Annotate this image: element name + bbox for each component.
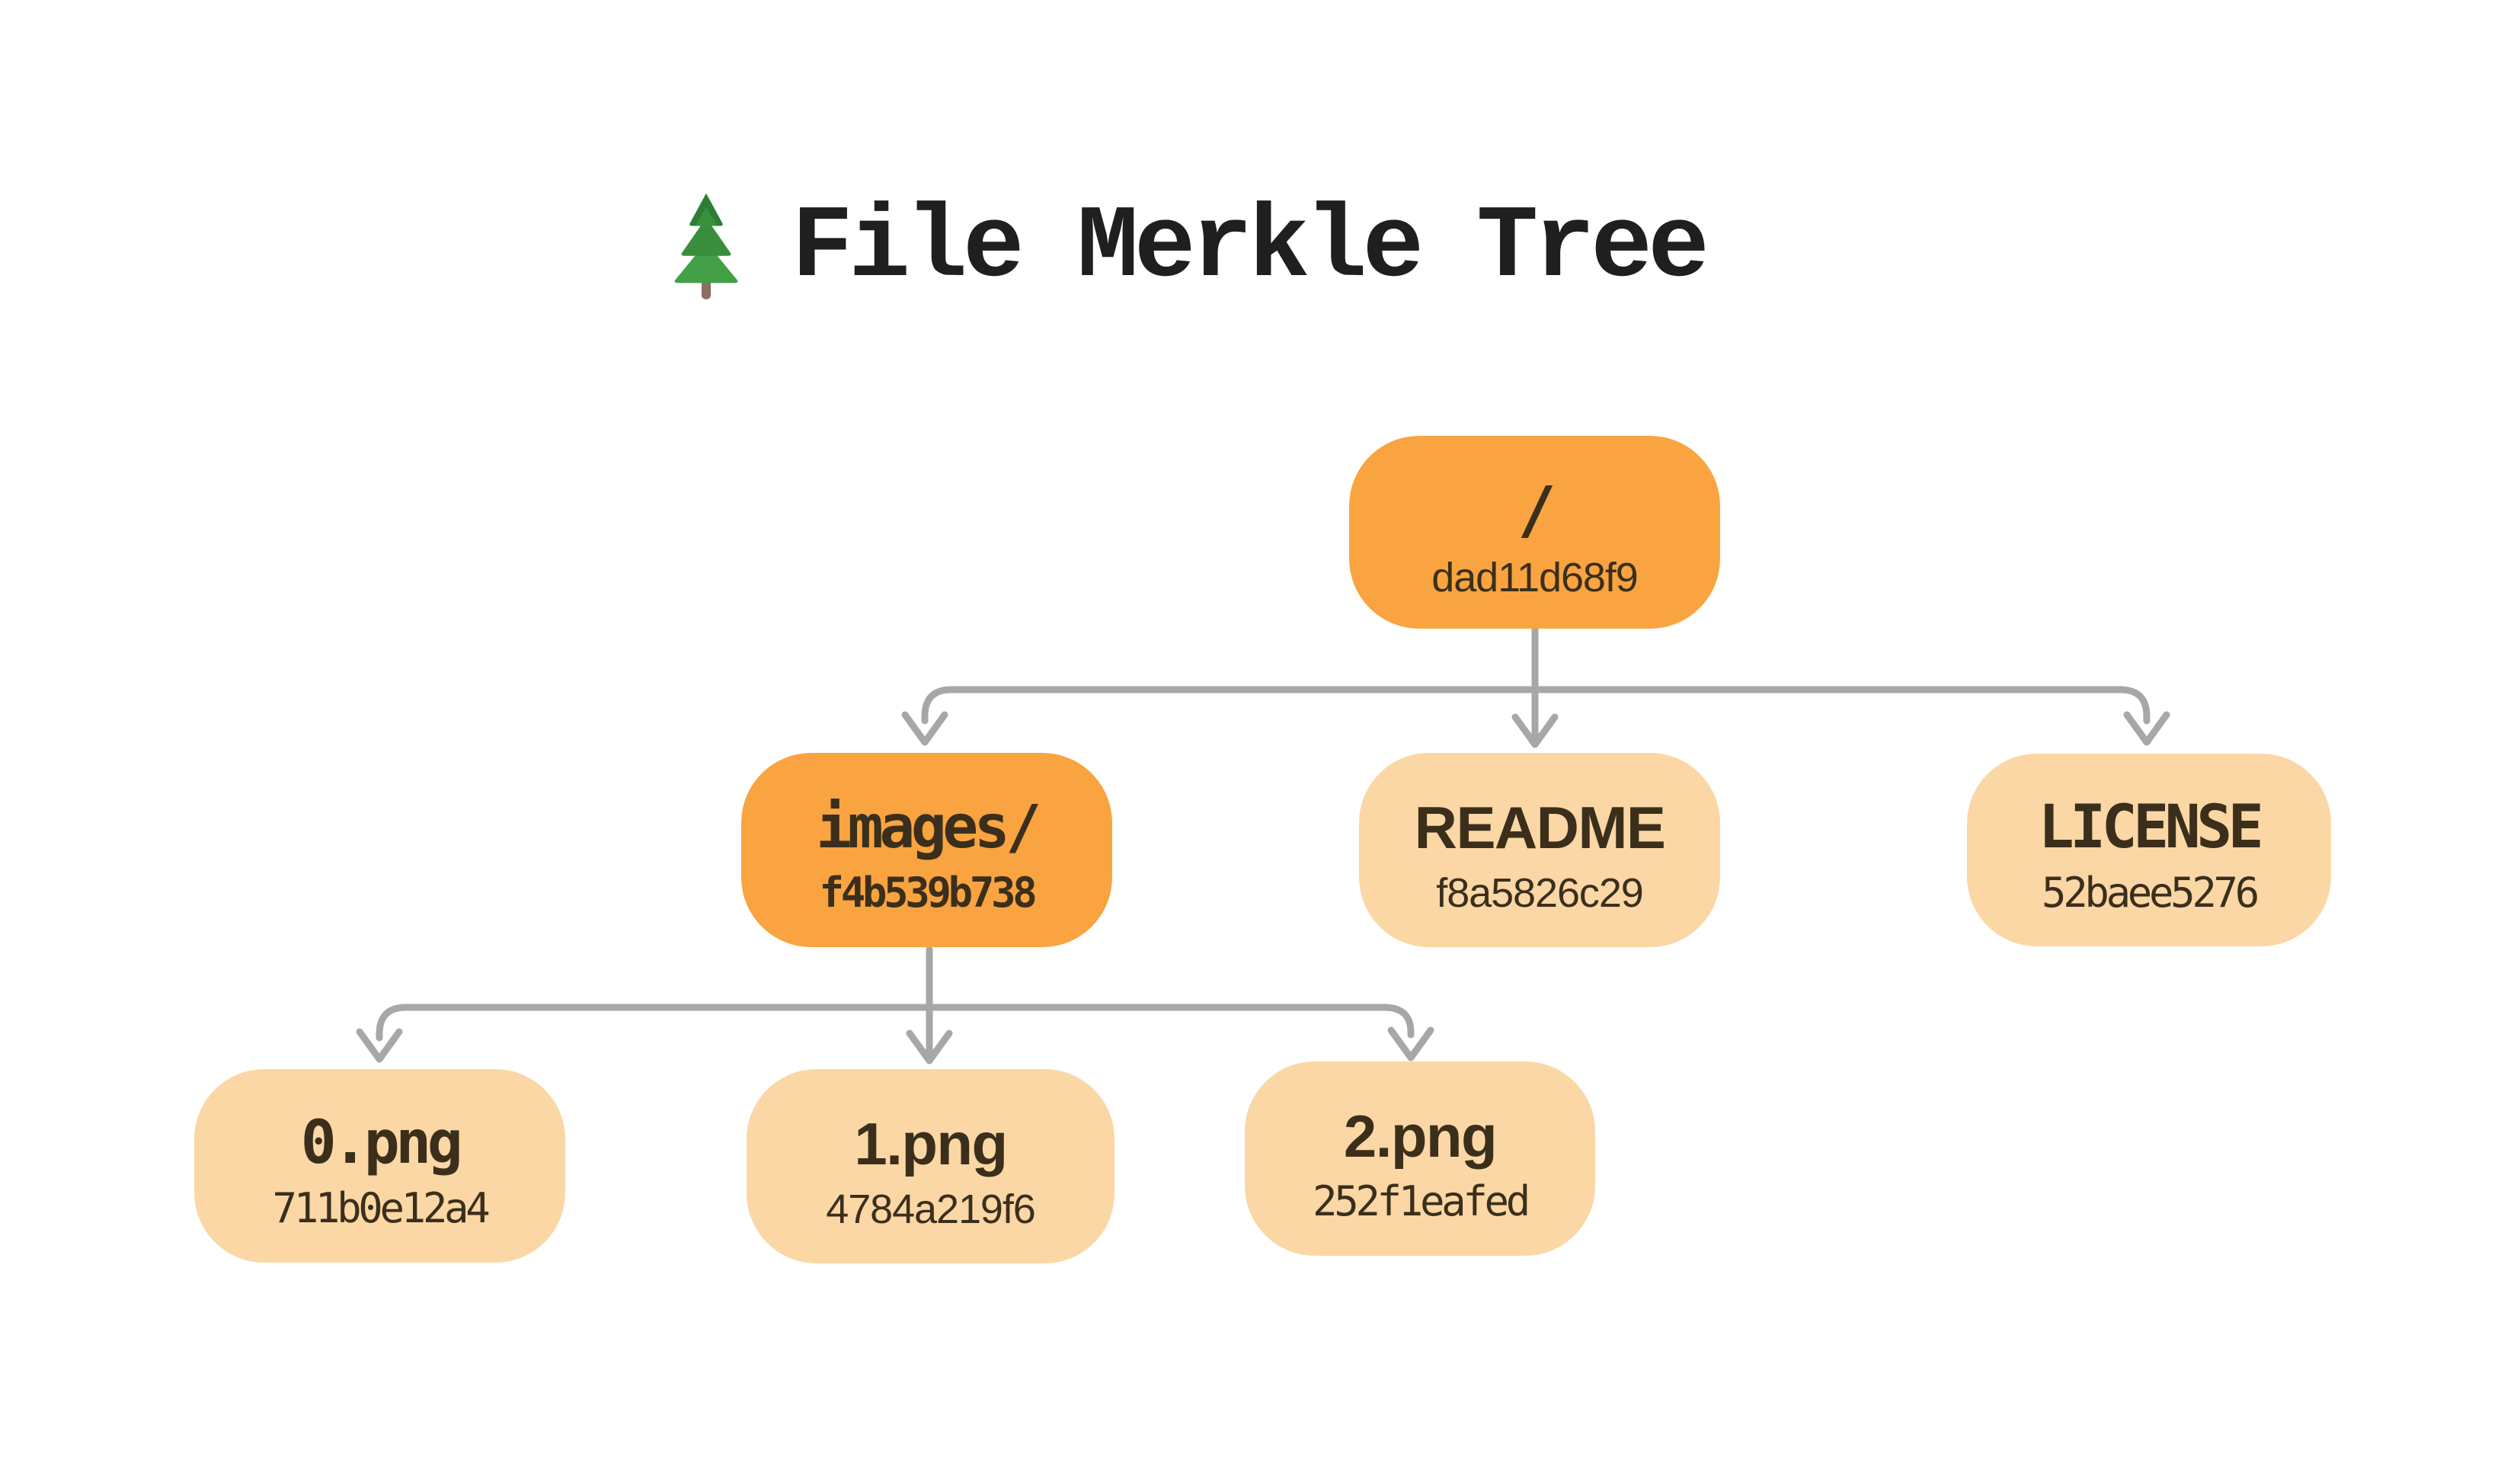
node-hash: 4784a219f6 (826, 1186, 1036, 1232)
arrowhead-license (2123, 711, 2170, 746)
node-label: images/ (816, 792, 1041, 862)
tree-node-root: / dad11d68f9 (1349, 436, 1720, 629)
arrowhead-png2 (1387, 1026, 1434, 1061)
tree-node-license: LICENSE 52baee5276 (1967, 754, 2331, 946)
page-title: File Merkle Tree (791, 189, 1709, 306)
node-hash: f8a5826c29 (1436, 869, 1644, 916)
tree-node-2png: 2.png 252f1eafed (1245, 1061, 1595, 1256)
node-label: 1.png (854, 1109, 1008, 1177)
node-label: 2.png (1343, 1102, 1498, 1170)
node-hash: 52baee5276 (2042, 868, 2259, 917)
node-label: LICENSE (2038, 792, 2264, 862)
connector-images-png0 (376, 1004, 933, 1042)
connector-images-png2 (926, 1004, 1415, 1039)
arrowhead-readme (1511, 713, 1559, 748)
connector-root-images (921, 686, 1539, 725)
node-label: / (1517, 472, 1556, 547)
connector-root-license (1531, 686, 2151, 725)
node-label: 0.png (300, 1109, 463, 1177)
node-hash: f4b539b738 (819, 868, 1038, 917)
arrowhead-images (901, 711, 948, 746)
tree-node-images: images/ f4b539b738 (741, 753, 1112, 947)
tree-node-1png: 1.png 4784a219f6 (747, 1069, 1114, 1263)
evergreen-tree-icon (674, 193, 738, 299)
diagram-title: File Merkle Tree (663, 183, 1709, 312)
node-hash: 711b0e12a4 (272, 1184, 491, 1232)
tree-node-readme: README f8a5826c29 (1359, 753, 1720, 947)
arrowhead-png1 (906, 1029, 953, 1065)
tree-node-0png: 0.png 711b0e12a4 (194, 1069, 565, 1263)
node-hash: 252f1eafed (1313, 1177, 1530, 1225)
node-hash: dad11d68f9 (1431, 554, 1639, 600)
arrowhead-png0 (356, 1028, 403, 1063)
node-label: README (1414, 793, 1666, 861)
